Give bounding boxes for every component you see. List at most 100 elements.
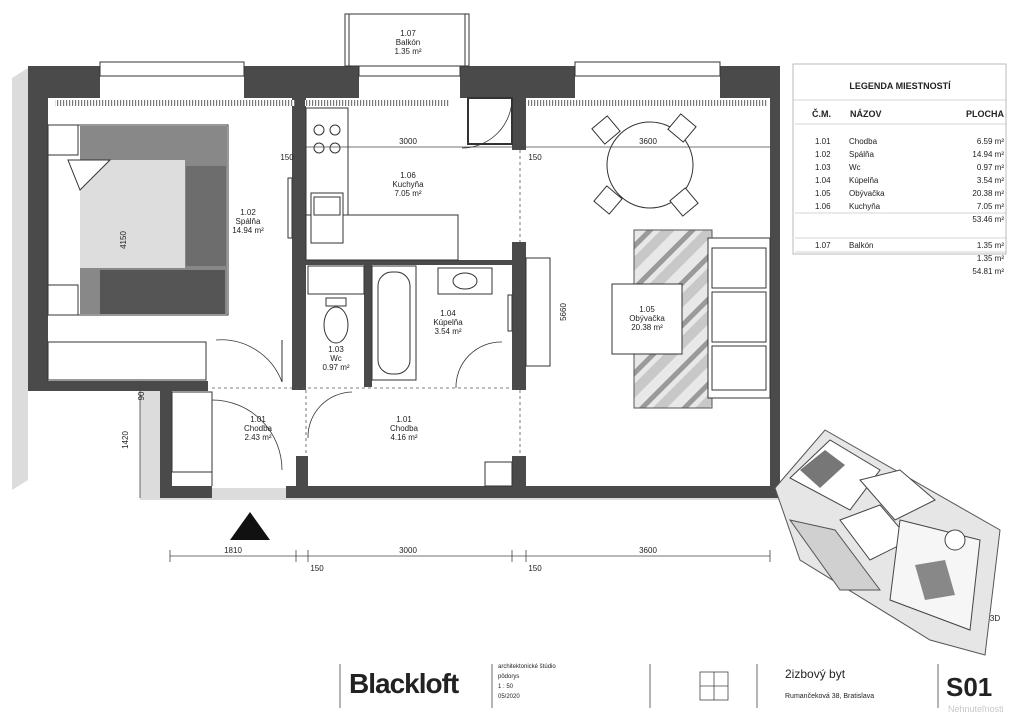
title-block-lines	[339, 664, 939, 708]
legend-cell: 0.97 m²	[977, 163, 1004, 172]
legend-cell: 20.38 m²	[972, 189, 1004, 198]
room-area: 20.38 m²	[631, 323, 663, 332]
dim-label: 150	[280, 153, 294, 162]
room-id: 1.05	[639, 305, 655, 314]
room-id: 1.01	[396, 415, 412, 424]
room-name: Spálňa	[236, 217, 261, 226]
wardrobe	[47, 341, 207, 381]
room-labels: 1.07 Balkón 1.35 m² 1.06 Kuchyňa 7.05 m²…	[232, 29, 665, 442]
legend-cell: 1.01	[815, 137, 831, 146]
drawing-type: pôdorys	[498, 674, 520, 680]
legend-title: LEGENDA MIESTNOSTÍ	[849, 81, 951, 91]
legend-cell: 1.02	[815, 150, 831, 159]
legend-cell: 1.35 m²	[977, 241, 1004, 250]
room-id: 1.03	[328, 345, 344, 354]
dim-label: 1420	[121, 431, 130, 449]
legend-header: NÁZOV	[850, 109, 882, 119]
legend-cell: 14.94 m²	[972, 150, 1004, 159]
legend-cell: 1.03	[815, 163, 831, 172]
washbasin	[437, 267, 493, 295]
dim-label: 3000	[399, 137, 417, 146]
legend-cell: 1.05	[815, 189, 831, 198]
corridor-closet	[484, 461, 513, 487]
legend-cell: 1.07	[815, 241, 831, 250]
room-name: Kuchyňa	[392, 180, 424, 189]
room-area: 2.43 m²	[244, 433, 271, 442]
dimension-labels: 150 3000 150 3600 4150 5660 90 1420 1810…	[119, 137, 657, 573]
dim-label: 3600	[639, 546, 657, 555]
sheet-number: S01	[946, 672, 993, 702]
legend-cell: 3.54 m²	[977, 176, 1004, 185]
dim-label: 5660	[559, 303, 568, 321]
dim-label: 150	[528, 564, 542, 573]
legend-cell: 7.05 m²	[977, 202, 1004, 211]
bathroom-door-handle	[507, 294, 513, 332]
studio-text: architektonické štúdio	[498, 664, 556, 670]
dim-label: 90	[137, 391, 146, 400]
dimension-lines	[139, 146, 771, 562]
room-name: Kúpelňa	[433, 318, 463, 327]
legend-rows: 1.01 Chodba 6.59 m² 1.02 Spálňa 14.94 m²…	[815, 137, 1004, 211]
room-id: 1.04	[440, 309, 456, 318]
legend-total: 54.81 m²	[972, 267, 1004, 276]
legend-cell: Kuchyňa	[849, 202, 881, 211]
legend-cell: 6.59 m²	[977, 137, 1004, 146]
coffee-table	[611, 283, 683, 355]
room-area: 1.35 m²	[394, 47, 421, 56]
legend-header: PLOCHA	[966, 109, 1005, 119]
address: Rumančeková 38, Bratislava	[785, 693, 875, 700]
bathtub	[371, 265, 417, 381]
room-id: 1.02	[240, 208, 256, 217]
room-area: 14.94 m²	[232, 226, 264, 235]
legend-balcony-total: 1.35 m²	[977, 254, 1004, 263]
legend-cell: Wc	[849, 163, 861, 172]
project-name: 2izbový byt	[785, 667, 846, 681]
legend-cell: Obývačka	[849, 189, 885, 198]
dim-label: 4150	[119, 231, 128, 249]
tv-unit	[525, 257, 551, 367]
room-area: 7.05 m²	[394, 189, 421, 198]
room-id: 1.01	[250, 415, 266, 424]
room-name: Chodba	[244, 424, 273, 433]
room-id: 1.07	[400, 29, 416, 38]
room-id: 1.06	[400, 171, 416, 180]
bed	[47, 124, 229, 316]
legend-cell: Spálňa	[849, 150, 874, 159]
legend-cell: Chodba	[849, 137, 878, 146]
balcony	[344, 13, 470, 67]
legend-cell: Balkón	[849, 241, 873, 250]
sofa	[707, 237, 771, 399]
radiators	[55, 100, 768, 106]
legend-cell: 1.06	[815, 202, 831, 211]
scale: 1 : 50	[498, 684, 514, 690]
axonometric-view: 3D	[774, 429, 1001, 656]
dim-label: 150	[528, 153, 542, 162]
room-name: Obývačka	[629, 314, 665, 323]
room-legend: LEGENDA MIESTNOSTÍ Č.M. NÁZOV PLOCHA 1.0…	[792, 63, 1007, 276]
room-name: Chodba	[390, 424, 419, 433]
room-area: 3.54 m²	[434, 327, 461, 336]
room-area: 0.97 m²	[322, 363, 349, 372]
dim-label: 1810	[224, 546, 242, 555]
shoe-cabinet	[171, 391, 213, 473]
toilet	[307, 265, 365, 344]
watermark: Nehnuteľnosti	[948, 704, 1004, 714]
dim-label: 3600	[639, 137, 657, 146]
date: 05/2020	[498, 694, 520, 700]
fridge	[467, 97, 513, 145]
dim-label: 3000	[399, 546, 417, 555]
entrance-arrow	[230, 512, 270, 540]
north-cross-icon	[699, 671, 729, 701]
legend-header: Č.M.	[812, 108, 831, 119]
bedroom-door-handle	[287, 177, 293, 239]
legend-cell: 1.04	[815, 176, 831, 185]
dim-label: 150	[310, 564, 324, 573]
room-name: Wc	[330, 354, 342, 363]
legend-cell: Kúpelňa	[849, 176, 879, 185]
logo: Blackloft	[349, 668, 459, 699]
legend-subtotal: 53.46 m²	[972, 215, 1004, 224]
view-label: 3D	[990, 614, 1000, 623]
room-area: 4.16 m²	[390, 433, 417, 442]
dining-table	[591, 113, 699, 217]
